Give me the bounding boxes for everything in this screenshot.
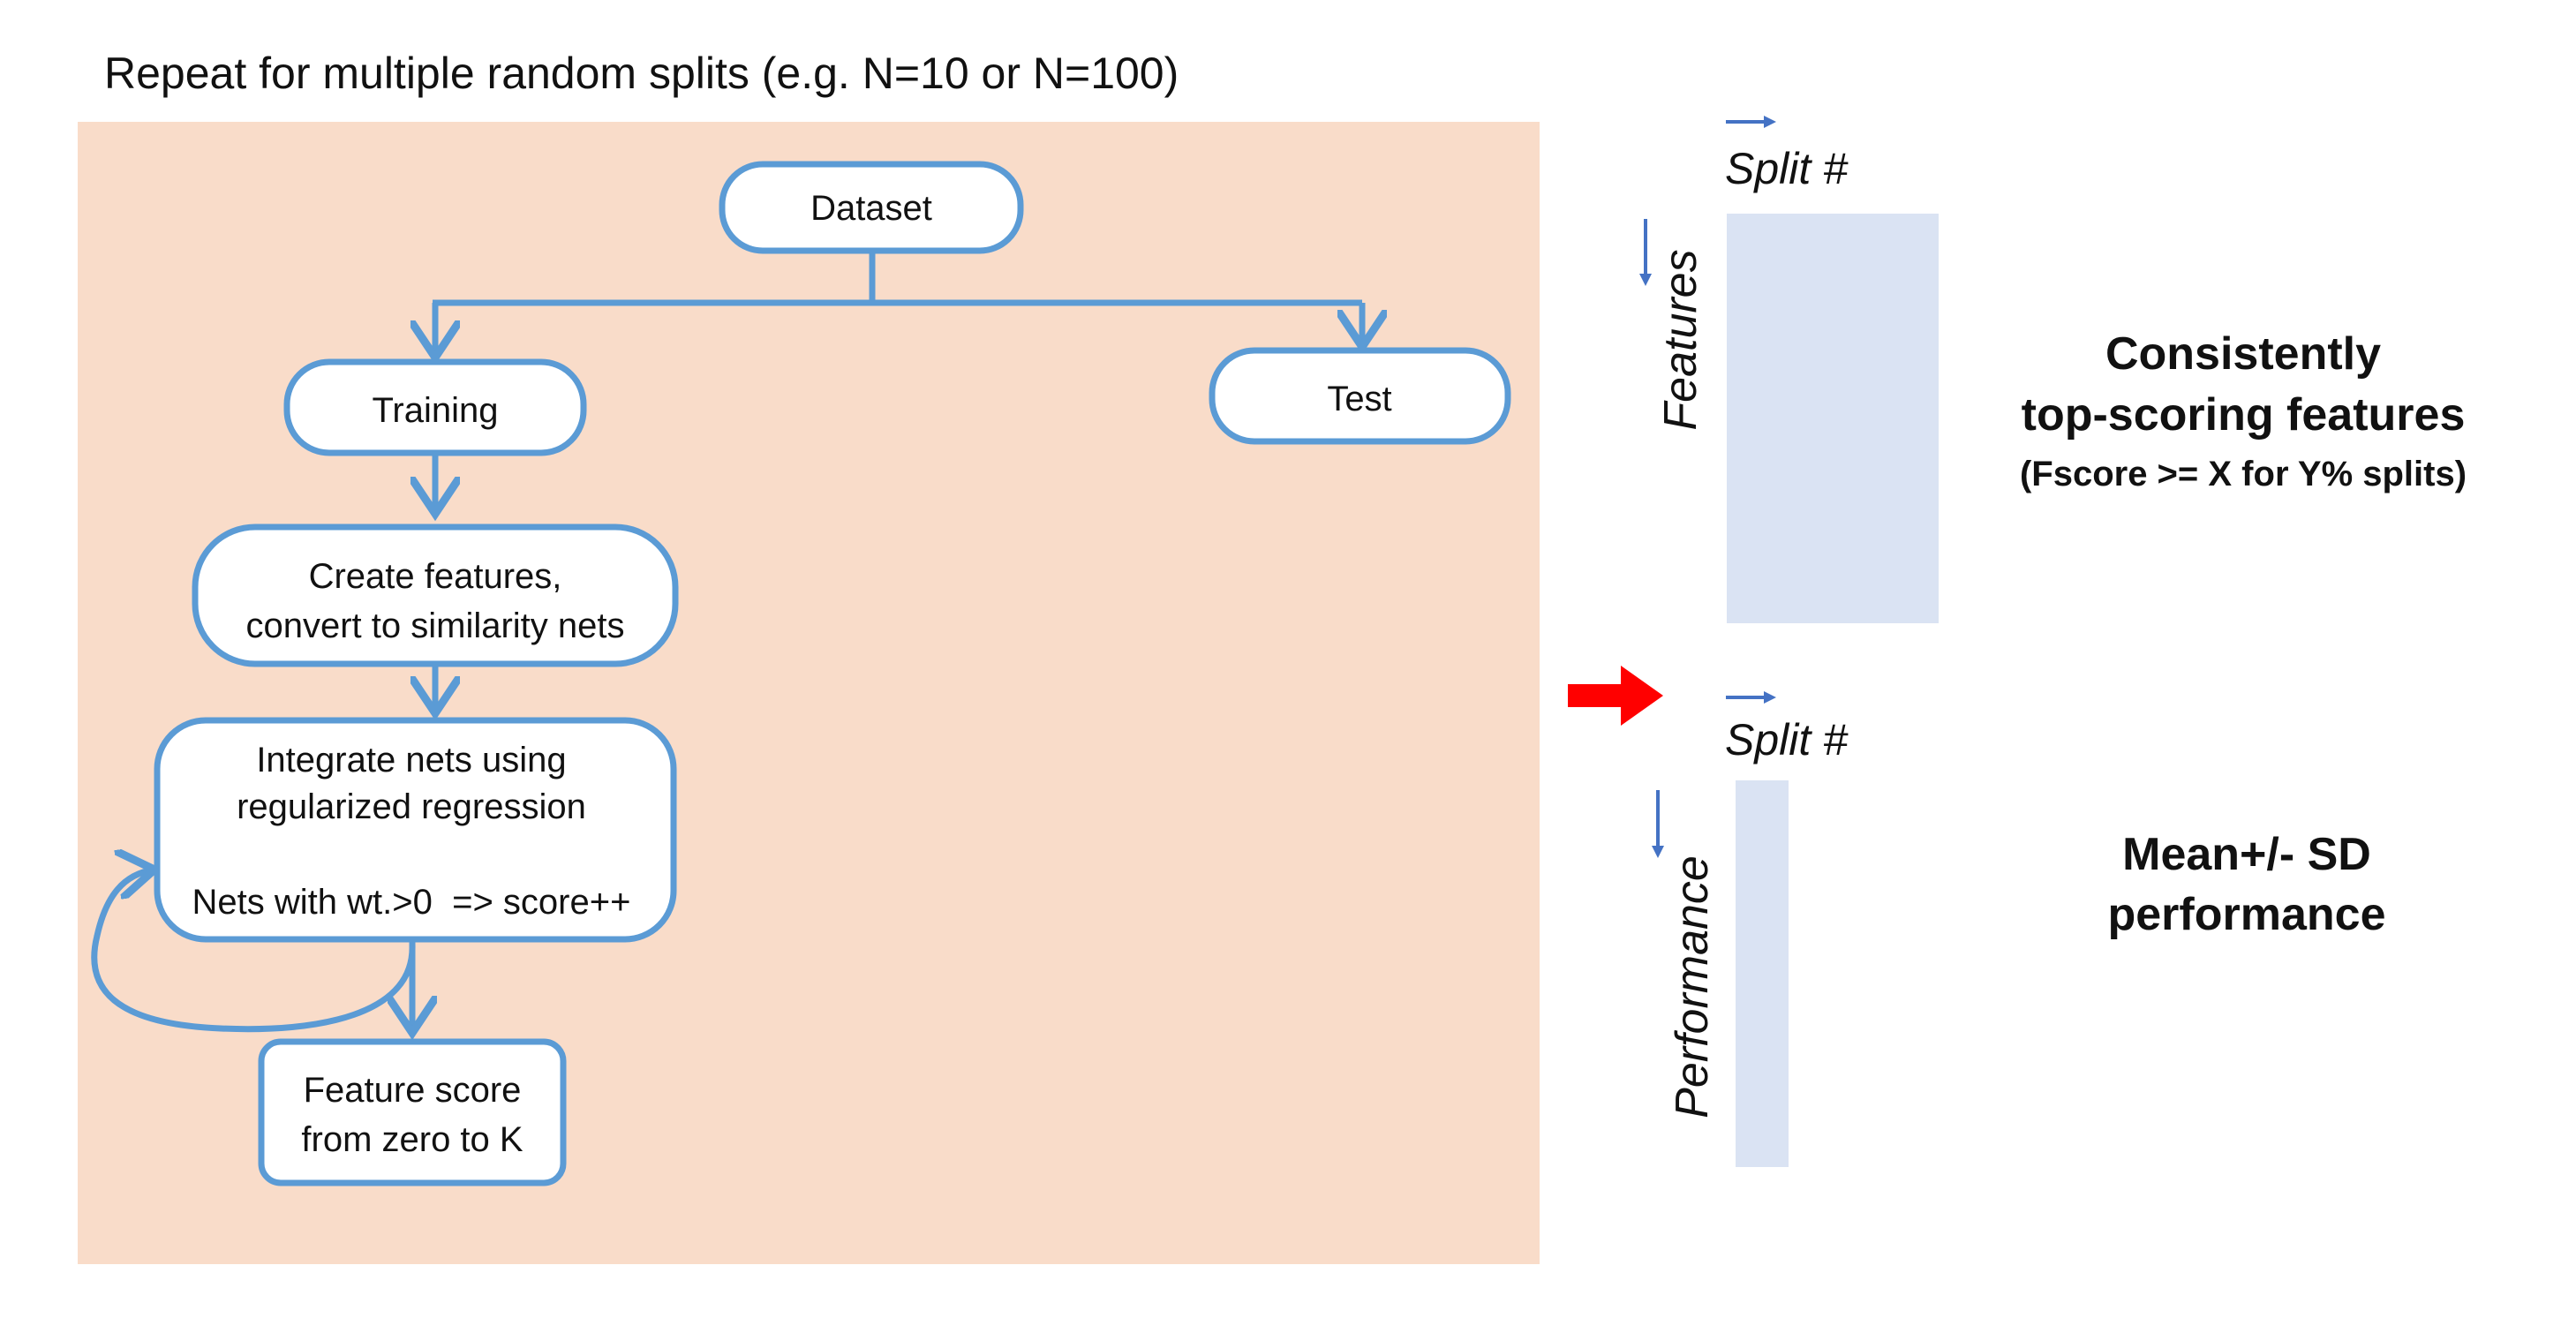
performance-summary-line-1: Mean+/- SD — [2122, 829, 2371, 880]
performance-column-label: Split # — [1725, 715, 1849, 764]
performance-row-arrow — [1652, 790, 1664, 858]
features-row-label: Features — [1655, 249, 1706, 430]
features-summary-note: (Fscore >= X for Y% splits) — [2020, 455, 2467, 493]
features-summary-line-2: top-scoring features — [2022, 389, 2466, 441]
diagram-title: Repeat for multiple random splits (e.g. … — [104, 49, 1179, 98]
node-integrate: Integrate nets using regularized regress… — [154, 717, 677, 943]
features-column-arrow — [1726, 116, 1776, 128]
features-row-arrow — [1639, 219, 1652, 286]
performance-matrix-block — [1736, 780, 1789, 1167]
create-features-line-2: convert to similarity nets — [245, 606, 624, 645]
flow-connectors — [91, 251, 1362, 1033]
performance-summary-line-2: performance — [2108, 889, 2386, 940]
node-create-features: Create features, convert to similarity n… — [192, 523, 679, 667]
feature-score-box — [258, 1038, 567, 1186]
features-summary-line-1: Consistently — [2105, 328, 2381, 380]
features-column-label: Split # — [1725, 144, 1849, 193]
performance-column-arrow — [1726, 691, 1776, 704]
create-features-box — [192, 523, 679, 667]
big-red-arrow — [1568, 666, 1663, 726]
performance-matrix-section: Split # Performance Mean+/- SD performan… — [1652, 691, 2386, 1167]
create-features-line-1: Create features, — [309, 557, 562, 596]
feature-score-line-2: from zero to K — [301, 1120, 523, 1159]
features-matrix-section: Split # Features Consistently top-scorin… — [1639, 116, 2467, 623]
training-label: Training — [372, 391, 498, 430]
dataset-label: Dataset — [810, 189, 932, 228]
training-box — [283, 358, 587, 456]
test-box — [1209, 347, 1511, 445]
integrate-note: Nets with wt.>0 => score++ — [192, 883, 631, 922]
performance-row-label: Performance — [1667, 855, 1718, 1118]
dataset-box — [719, 161, 1024, 254]
feedback-loop-arrow — [91, 870, 416, 1033]
test-label: Test — [1327, 380, 1391, 418]
features-matrix-block — [1727, 214, 1939, 623]
integrate-line-1: Integrate nets using — [256, 741, 566, 780]
integrate-box — [154, 717, 677, 943]
node-training: Training — [283, 358, 587, 456]
node-test: Test — [1209, 347, 1511, 445]
feature-score-line-1: Feature score — [304, 1071, 522, 1110]
integrate-line-2: regularized regression — [237, 787, 586, 826]
node-dataset: Dataset — [719, 161, 1024, 254]
node-feature-score: Feature score from zero to K — [258, 1038, 567, 1186]
